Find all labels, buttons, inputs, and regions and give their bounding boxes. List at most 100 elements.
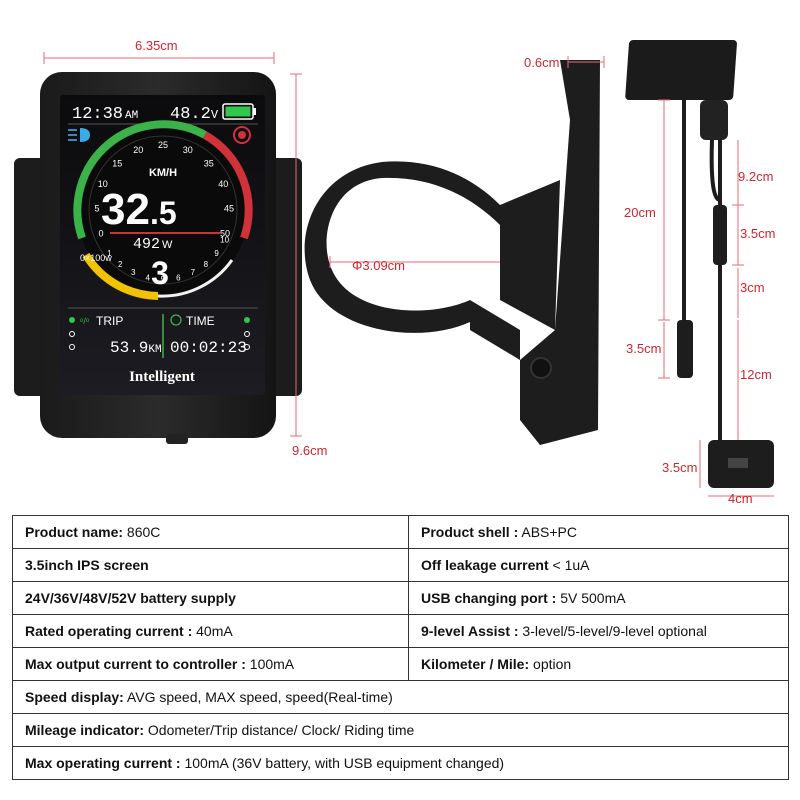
dim-connector-label: 3.5cm: [740, 226, 776, 241]
gauge-tick-label: 15: [112, 159, 122, 169]
spec-value: 3-level/5-level/9-level optional: [518, 623, 707, 639]
gauge-tick-label: 25: [158, 140, 168, 150]
mount-screw-icon: [530, 357, 552, 379]
dim-width-label: 6.35cm: [135, 38, 178, 53]
dim-cable-lower-label: 12cm: [740, 367, 772, 382]
dim-usb-height-label: 3.5cm: [662, 460, 698, 475]
cable-mount: [700, 100, 728, 140]
trip-value: 53.9KM: [110, 339, 162, 357]
usb-port-icon: [728, 458, 748, 468]
spec-label: Off leakage current: [421, 557, 549, 573]
power-tick-label: 3: [131, 268, 136, 277]
spec-label: Product name:: [25, 524, 124, 540]
spec-label: Speed display:: [25, 689, 124, 705]
dim-plug-label: 3.5cm: [626, 341, 662, 356]
power-tick-label: 6: [176, 273, 181, 282]
power-tick-label: 8: [204, 260, 209, 269]
power-value: 492: [133, 236, 160, 253]
gauge-tick-label: 10: [98, 179, 108, 189]
voltage-text: 48.2V: [170, 105, 219, 124]
power-unit: W: [162, 239, 173, 251]
gauge-tick-label: 0: [98, 229, 103, 239]
power-tick-label: 2: [118, 260, 123, 269]
display-bottom-tab: [166, 434, 188, 444]
display-side-view: [304, 60, 600, 445]
spec-row: 3.5inch IPS screen Off leakage current < …: [12, 548, 789, 582]
spec-label: 3.5inch IPS screen: [25, 557, 149, 573]
gauge-arc-green: [73, 120, 207, 240]
cable-view: [625, 40, 774, 488]
dim-cable-total-label: 20cm: [624, 205, 656, 220]
power-tick-label: 5: [161, 275, 166, 284]
time-label: TIME: [186, 314, 215, 328]
spec-cell-full: Speed display: AVG speed, MAX speed, spe…: [12, 680, 789, 714]
spec-label: Product shell :: [421, 524, 519, 540]
spec-value: ABS+PC: [518, 524, 577, 540]
spec-cell: Kilometer / Mile: option: [408, 647, 789, 681]
spec-cell: 3.5inch IPS screen: [12, 548, 409, 582]
spec-cell: Rated operating current : 40mA: [12, 614, 409, 648]
spec-value: < 1uA: [548, 557, 590, 573]
gauge-arc-red: [202, 131, 253, 240]
gauge-tick-label: 45: [224, 204, 234, 214]
speed-integer: 32: [101, 185, 150, 234]
dim-connector-gap-label: 3cm: [740, 280, 765, 295]
dim-height-label: 9.6cm: [292, 443, 328, 458]
spec-cell-full: Mileage indicator: Odometer/Trip distanc…: [12, 713, 789, 747]
spec-row: Max output current to controller : 100mA…: [12, 647, 789, 681]
power-tick-label: 1: [107, 249, 112, 258]
speed-unit-label: KM/H: [149, 167, 177, 179]
spec-row-full: Mileage indicator: Odometer/Trip distanc…: [12, 713, 789, 747]
spec-value: Odometer/Trip distance/ Clock/ Riding ti…: [144, 722, 415, 738]
cable-connector: [713, 205, 727, 265]
dim-thickness-label: 0.6cm: [524, 55, 560, 70]
side-housing: [520, 60, 600, 445]
spec-row-full: Speed display: AVG speed, MAX speed, spe…: [12, 680, 789, 714]
trip-panel: ᵒ/ᵒ TRIP 53.9KM: [69, 314, 162, 357]
trip-label: TRIP: [96, 314, 123, 328]
spec-cell: Off leakage current < 1uA: [408, 548, 789, 582]
spec-cell: Max output current to controller : 100mA: [12, 647, 409, 681]
spec-value: option: [529, 656, 572, 672]
brand-logo: Intelligent: [129, 369, 195, 385]
clock-icon: [170, 314, 182, 326]
spec-cell-full: Max operating current : 100mA (36V batte…: [12, 746, 789, 780]
headlight-icon: [68, 128, 90, 142]
spec-value: 860C: [123, 524, 161, 540]
power-tick-label: 9: [214, 249, 219, 258]
spec-label: 24V/36V/48V/52V battery supply: [25, 590, 236, 606]
gauge-tick-label: 40: [218, 179, 228, 189]
spec-label: Rated operating current :: [25, 623, 193, 639]
battery-icon: [222, 103, 256, 120]
spec-value: 100mA (36V battery, with USB equipment c…: [180, 755, 505, 771]
power-tick-label: 4: [145, 273, 150, 282]
spec-label: USB changing port :: [421, 590, 557, 606]
power-scale-label: 0×100w: [80, 253, 112, 263]
spec-value: AVG speed, MAX speed, speed(Real-time): [123, 689, 393, 705]
spec-label: 9-level Assist :: [421, 623, 519, 639]
spec-cell: USB changing port : 5V 500mA: [408, 581, 789, 615]
power-arc-white: [157, 259, 234, 298]
dim-usb-width-label: 4cm: [728, 491, 753, 506]
power-tick-label: 7: [191, 268, 196, 277]
spec-cell: Product name: 860C: [12, 515, 409, 549]
spec-value: 40mA: [192, 623, 233, 639]
spec-cell: Product shell : ABS+PC: [408, 515, 789, 549]
time-value: 00:02:23: [170, 339, 247, 357]
spec-row: Rated operating current : 40mA 9-level As…: [12, 614, 789, 648]
gauge-tick-label: 35: [204, 159, 214, 169]
trip-icon: ᵒ/ᵒ: [80, 316, 90, 326]
assist-level: 3: [151, 255, 169, 291]
spec-label: Max output current to controller :: [25, 656, 246, 672]
cable-plug: [677, 320, 693, 378]
spec-cell: 24V/36V/48V/52V battery supply: [12, 581, 409, 615]
gauge-tick-label: 50: [220, 229, 230, 239]
gauge-tick-label: 5: [94, 204, 99, 214]
spec-row-full: Max operating current : 100mA (36V batte…: [12, 746, 789, 780]
